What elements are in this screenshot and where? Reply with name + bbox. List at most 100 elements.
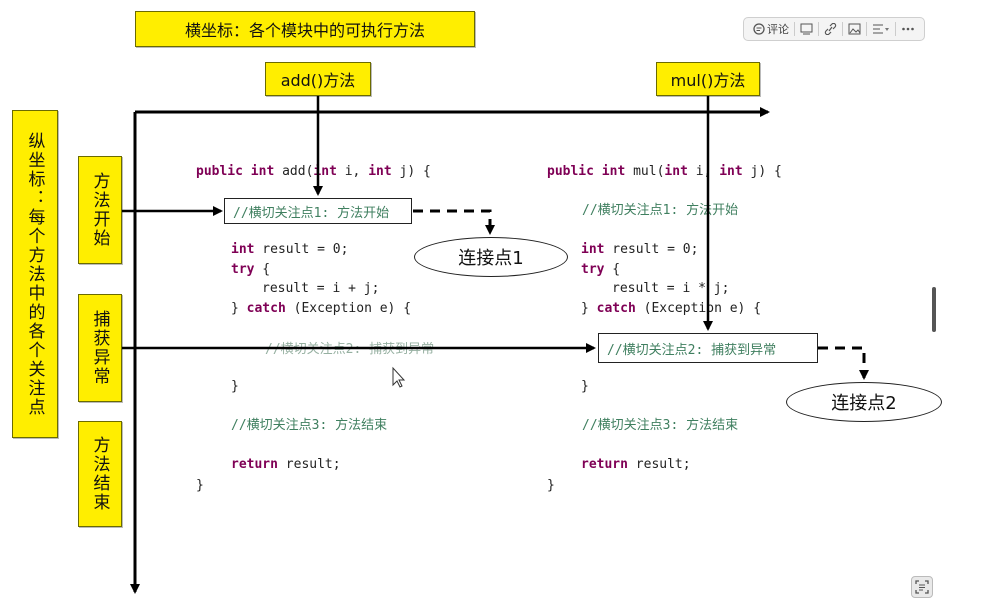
code-comment: //横切关注点3: 方法结束 [582,418,739,433]
code-text: result = 0; [254,242,349,257]
code-block-add-body: int result = 0;try {result = i + j;} cat… [231,240,411,318]
code-add-comment3: //横切关注点3: 方法结束 [231,416,387,436]
code-text: } [581,379,589,394]
scroll-indicator[interactable] [932,287,936,332]
code-add-close-inner: } [231,377,239,397]
crosscut-box-add-start-text: //横切关注点1: 方法开始 [233,205,390,221]
code-mul-return-line: return result; [581,455,691,475]
code-text: { [254,261,271,277]
image-button[interactable] [843,18,866,40]
code-add-try-line: try { [231,260,411,280]
code-add-close: } [196,476,204,496]
code-mul-result-line: int result = 0; [581,240,761,260]
code-text: i, [336,164,369,179]
code-keyword: public int [547,164,626,179]
code-mul-signature: public int mul(int i, int j) { [547,162,782,182]
code-text: add( [274,164,314,179]
code-block-mul-body: int result = 0;try {result = i * j;} cat… [581,240,761,318]
toolbar-divider [866,22,867,36]
code-block-add: public int add(int i, int j) { [196,162,431,182]
code-text: } [231,300,247,316]
code-comment: //横切关注点2: 捕获到异常 [265,342,435,357]
toolbar-divider [794,22,795,36]
comment-button-label: 评论 [767,23,789,36]
row-label-catch-text: 捕获异常 [89,310,110,386]
code-add-return-line: return result; [231,455,341,475]
row-label-start-text: 方法开始 [89,172,110,248]
floating-toolbar: 评论 [743,17,925,41]
code-text: result; [277,457,341,472]
y-axis-title: 纵坐标：每个方法中的各个关注点 [12,110,58,438]
code-keyword: int [231,242,255,257]
code-add-assign-line: result = i + j; [231,279,411,299]
code-keyword: int [719,164,743,179]
code-add-catch-line: } catch (Exception e) { [231,299,411,319]
x-axis-title: 横坐标：各个模块中的可执行方法 [135,11,475,47]
more-button[interactable] [896,18,920,40]
y-axis-title-text: 纵坐标：每个方法中的各个关注点 [24,131,45,417]
code-comment: //横切关注点1: 方法开始 [582,203,739,218]
code-mul-assign-line: result = i * j; [581,279,761,299]
code-text: } [547,478,555,493]
code-keyword: return [231,457,278,472]
comment-button[interactable]: 评论 [748,18,794,40]
toolbar-divider [842,22,843,36]
code-block-mul: public int mul(int i, int j) { [547,162,782,182]
joinpoint-1-dashed-connector [413,209,495,235]
code-text: result; [627,457,691,472]
code-text: j) { [391,164,431,179]
code-keyword: int [368,164,392,179]
code-text: } [196,478,204,493]
format-button[interactable] [795,18,818,40]
code-mul-catch-line: } catch (Exception e) { [581,299,761,319]
row-label-catch: 捕获异常 [78,294,122,402]
format-icon [800,23,813,35]
code-text: } [581,300,597,316]
code-comment: //横切关注点3: 方法结束 [231,418,388,433]
method-label-mul: mul()方法 [656,62,760,96]
code-keyword: catch [246,300,286,316]
row-label-end-text: 方法结束 [89,436,110,512]
joinpoint-2-dashed-connector [818,346,869,380]
code-keyword: try [581,261,605,277]
crosscut-box-mul-catch: //横切关注点2: 捕获到异常 [598,333,818,363]
code-text: mul( [625,164,665,179]
toolbar-divider [818,22,819,36]
code-add-result-line: int result = 0; [231,240,411,260]
code-mul-comment3: //横切关注点3: 方法结束 [582,416,738,436]
toolbar-divider [895,22,896,36]
code-text: (Exception e) { [635,300,762,316]
code-text: } [231,379,239,394]
code-add-signature: public int add(int i, int j) { [196,162,431,182]
link-button[interactable] [819,18,842,40]
crosscut-box-add-start: //横切关注点1: 方法开始 [224,198,412,224]
comment-icon [753,23,765,35]
code-keyword: int [313,164,337,179]
code-mul-comment1: //横切关注点1: 方法开始 [582,201,738,221]
align-button[interactable] [867,18,895,40]
screen-text-button[interactable] [911,576,933,598]
code-keyword: int [664,164,688,179]
joinpoint-2-text: 连接点2 [831,393,897,414]
code-keyword: int [581,242,605,257]
joinpoint-2: 连接点2 [786,382,942,422]
code-text: j) { [742,164,782,179]
screen-text-icon [915,580,929,594]
code-mul-close: } [547,476,555,496]
method-label-add: add()方法 [265,62,371,96]
cursor-icon [392,366,406,388]
code-text: { [604,261,621,277]
image-icon [848,23,861,35]
link-icon [824,23,837,35]
code-text: result = 0; [604,242,699,257]
code-keyword: return [581,457,628,472]
code-mul-try-line: try { [581,260,761,280]
row-label-start: 方法开始 [78,156,122,264]
code-mul-close-inner: } [581,377,589,397]
code-text: result = i + j; [262,281,380,296]
row-label-end: 方法结束 [78,421,122,527]
align-icon [873,24,889,34]
code-text: (Exception e) { [285,300,412,316]
code-add-comment2: //横切关注点2: 捕获到异常 [265,340,434,360]
